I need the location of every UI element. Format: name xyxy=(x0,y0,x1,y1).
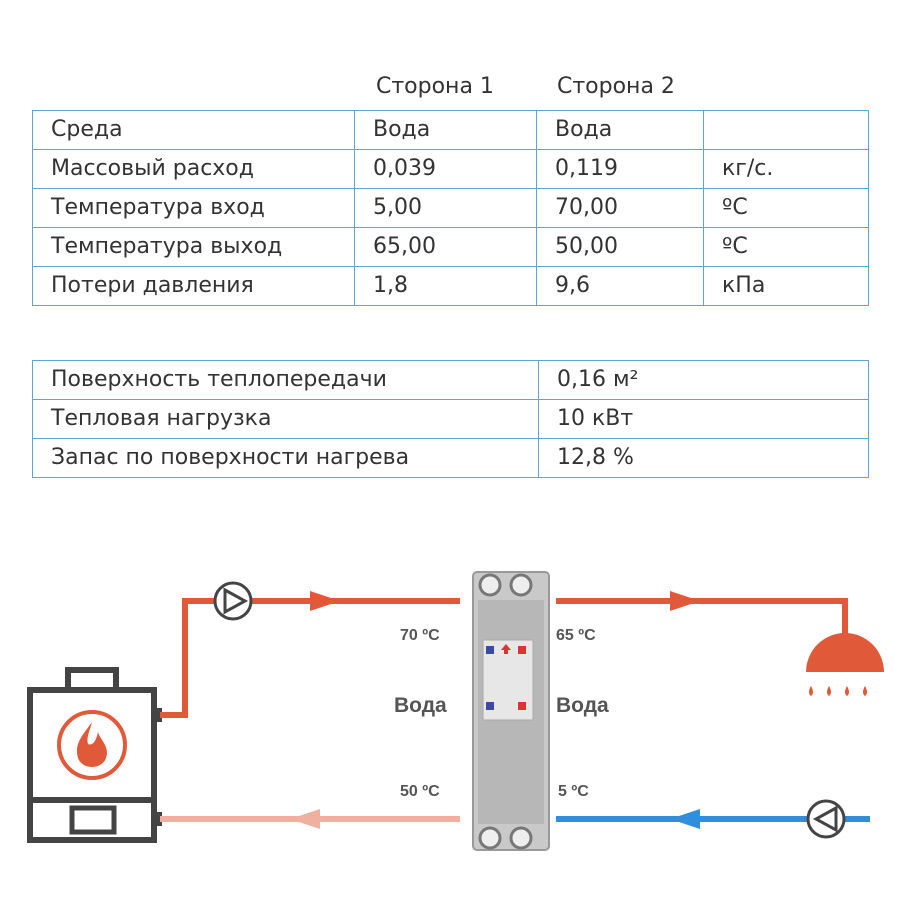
left-top-temp: 70 ºС xyxy=(400,627,440,644)
row-param: Температура вход xyxy=(32,188,355,228)
summary-value: 12,8 % xyxy=(538,438,869,478)
left-bottom-temp: 50 ºС xyxy=(400,783,440,800)
column-header-side1: Сторона 1 xyxy=(376,74,494,99)
row-unit: ºС xyxy=(703,188,869,228)
row-param: Среда xyxy=(32,110,355,150)
table-row: Массовый расход 0,039 0,119 кг/с. xyxy=(32,149,869,189)
table-row: Запас по поверхности нагрева 12,8 % xyxy=(32,438,869,478)
row-side1: 0,039 xyxy=(354,149,537,189)
summary-value: 0,16 м² xyxy=(538,360,869,400)
left-medium-label: Вода xyxy=(394,694,447,717)
table-row: Тепловая нагрузка 10 кВт xyxy=(32,399,869,439)
row-side1: 5,00 xyxy=(354,188,537,228)
summary-param: Тепловая нагрузка xyxy=(32,399,539,439)
plate-heat-exchanger-icon xyxy=(472,571,550,851)
flow-arrow xyxy=(670,591,700,611)
right-medium-label: Вода xyxy=(556,694,609,717)
pump-icon xyxy=(213,581,253,621)
summary-param: Запас по поверхности нагрева xyxy=(32,438,539,478)
row-unit: кг/с. xyxy=(703,149,869,189)
right-bottom-temp: 5 ºС xyxy=(558,783,589,800)
parameters-table: Среда Вода Вода Массовый расход 0,039 0,… xyxy=(32,110,869,306)
row-side2: 0,119 xyxy=(536,149,704,189)
flow-arrow xyxy=(290,809,320,829)
row-side2: 9,6 xyxy=(536,266,704,306)
row-side1: 65,00 xyxy=(354,227,537,267)
flow-arrow xyxy=(310,591,340,611)
shower-icon xyxy=(806,633,884,696)
flow-arrow xyxy=(670,809,700,829)
row-side2: 50,00 xyxy=(536,227,704,267)
row-param: Массовый расход xyxy=(32,149,355,189)
summary-value: 10 кВт xyxy=(538,399,869,439)
row-side2: 70,00 xyxy=(536,188,704,228)
table-row: Потери давления 1,8 9,6 кПа xyxy=(32,266,869,306)
summary-param: Поверхность теплопередачи xyxy=(32,360,539,400)
row-param: Потери давления xyxy=(32,266,355,306)
row-unit: кПа xyxy=(703,266,869,306)
right-top-temp: 65 ºС xyxy=(556,627,596,644)
table-row: Поверхность теплопередачи 0,16 м² xyxy=(32,360,869,400)
row-side1: 1,8 xyxy=(354,266,537,306)
pump-icon xyxy=(806,799,846,839)
table-row: Температура вход 5,00 70,00 ºС xyxy=(32,188,869,228)
boiler-icon xyxy=(27,667,157,843)
table-row: Среда Вода Вода xyxy=(32,110,869,150)
row-unit: ºС xyxy=(703,227,869,267)
summary-table: Поверхность теплопередачи 0,16 м² Теплов… xyxy=(32,360,869,478)
column-header-side2: Сторона 2 xyxy=(557,74,675,99)
table-row: Температура выход 65,00 50,00 ºС xyxy=(32,227,869,267)
